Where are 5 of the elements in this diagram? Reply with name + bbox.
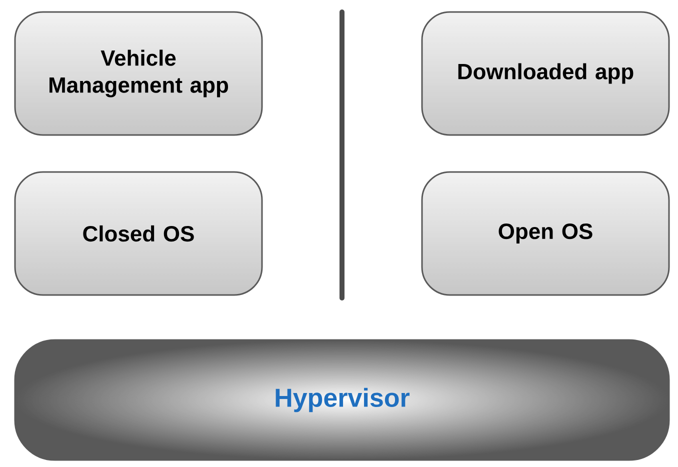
rounded-box: Vehicle Management app: [14, 11, 263, 136]
rounded-box: Open OS: [421, 171, 670, 296]
rounded-box: Closed OS: [14, 171, 263, 296]
rounded-box: Downloaded app: [421, 11, 670, 136]
hypervisor-band: Hypervisor: [14, 339, 670, 461]
